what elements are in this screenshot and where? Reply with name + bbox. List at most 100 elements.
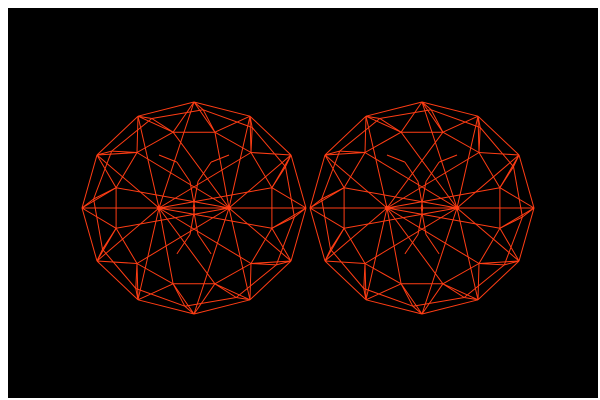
girdle-connector-edge [96, 249, 103, 262]
pavilion-main-edge [456, 154, 520, 209]
kite-facet-edge [442, 115, 479, 133]
girdle-connector-edge [412, 305, 423, 315]
girdle-edge [193, 101, 251, 117]
girdle-edge [290, 154, 307, 209]
pavilion-main-edge [158, 207, 272, 229]
kite-facet-edge [214, 283, 237, 298]
pavilion-main-edge [116, 187, 230, 209]
table-arc-edge [197, 234, 212, 255]
girdle-connector-edge [294, 207, 307, 218]
pavilion-main-edge [364, 207, 458, 264]
left-wireframe-gem [81, 101, 307, 315]
girdle-connector-edge [522, 207, 535, 218]
kite-facet-edge [477, 263, 480, 300]
kite-facet-edge [400, 283, 423, 315]
star-facet-edge [343, 228, 366, 264]
pavilion-main-edge [158, 207, 216, 285]
pavilion-main-edge [456, 116, 479, 209]
kite-facet-edge [151, 118, 174, 133]
kite-facet-edge [172, 283, 195, 315]
pavilion-main-edge [193, 207, 230, 315]
kite-facet-edge [400, 101, 423, 133]
kite-facet-edge [137, 115, 174, 133]
kite-facet-edge [478, 127, 481, 153]
girdle-connector-edge [464, 297, 479, 301]
upper-girdle-edge [251, 127, 286, 168]
star-facet-edge [250, 228, 273, 264]
upper-girdle-edge [102, 248, 137, 289]
pavilion-main-edge [324, 207, 388, 262]
pavilion-main-edge [456, 207, 479, 300]
upper-girdle-edge [321, 198, 331, 250]
pavilion-main-edge [96, 207, 160, 262]
girdle-edge [249, 115, 292, 156]
kite-facet-edge [442, 283, 479, 301]
kite-facet-edge [363, 263, 366, 289]
star-facet-edge [364, 131, 402, 153]
kite-facet-edge [193, 283, 216, 315]
kite-facet-edge [271, 216, 295, 229]
pavilion-main-edge [324, 154, 388, 209]
girdle-edge [324, 260, 367, 301]
render-viewport[interactable] [8, 8, 598, 398]
right-wireframe-gem [309, 101, 535, 315]
pavilion-main-edge [158, 101, 195, 209]
pavilion-main-edge [116, 207, 230, 229]
upper-girdle-edge [184, 297, 237, 307]
kite-facet-edge [324, 152, 366, 156]
pavilion-main-edge [228, 207, 251, 300]
star-facet-edge [136, 131, 174, 153]
table-arc-edge [404, 161, 419, 182]
girdle-connector-edge [81, 198, 94, 209]
pavilion-main-edge [136, 152, 230, 209]
table-arc-edge [425, 234, 440, 255]
star-facet-edge [442, 131, 480, 153]
pavilion-main-edge [386, 207, 444, 285]
kite-facet-edge [321, 187, 345, 200]
kite-facet-edge [172, 283, 186, 307]
pavilion-main-edge [386, 207, 500, 229]
girdle-connector-edge [184, 305, 195, 315]
upper-girdle-edge [275, 216, 295, 266]
girdle-connector-edge [477, 116, 481, 128]
table-arc-edge [189, 207, 196, 235]
kite-facet-edge [96, 152, 138, 156]
pavilion-main-edge [137, 207, 160, 300]
kite-facet-edge [137, 283, 174, 301]
kite-facet-edge [442, 283, 465, 298]
girdle-edge [518, 207, 535, 262]
upper-girdle-edge [379, 109, 432, 119]
pavilion-main-edge [365, 207, 388, 300]
pavilion-main-edge [364, 152, 458, 209]
girdle-edge [81, 154, 98, 209]
upper-girdle-edge [363, 288, 413, 307]
girdle-connector-edge [285, 154, 292, 167]
kite-facet-edge [365, 115, 402, 133]
girdle-connector-edge [236, 297, 251, 301]
upper-girdle-edge [330, 248, 365, 289]
pavilion-main-edge [137, 116, 160, 209]
kite-facet-edge [250, 127, 253, 153]
kite-facet-edge [271, 166, 286, 188]
girdle-connector-edge [276, 260, 292, 266]
girdle-connector-edge [96, 150, 112, 156]
kite-facet-edge [478, 260, 520, 264]
pavilion-main-edge [386, 152, 480, 209]
girdle-edge [193, 299, 251, 315]
pavilion-main-edge [456, 207, 520, 262]
kite-facet-edge [400, 283, 414, 307]
pavilion-main-edge [344, 187, 458, 209]
girdle-edge [421, 101, 479, 117]
kite-facet-edge [214, 115, 251, 133]
kite-facet-edge [365, 283, 402, 301]
star-facet-edge [214, 263, 252, 285]
kite-facet-edge [364, 116, 367, 153]
girdle-edge [81, 207, 98, 262]
girdle-connector-edge [363, 288, 367, 300]
kite-facet-edge [96, 260, 138, 264]
table-arc-edge [425, 161, 440, 182]
upper-girdle-edge [93, 198, 103, 250]
pavilion-main-edge [386, 207, 480, 264]
upper-girdle-edge [235, 264, 277, 298]
girdle-connector-edge [249, 116, 253, 128]
